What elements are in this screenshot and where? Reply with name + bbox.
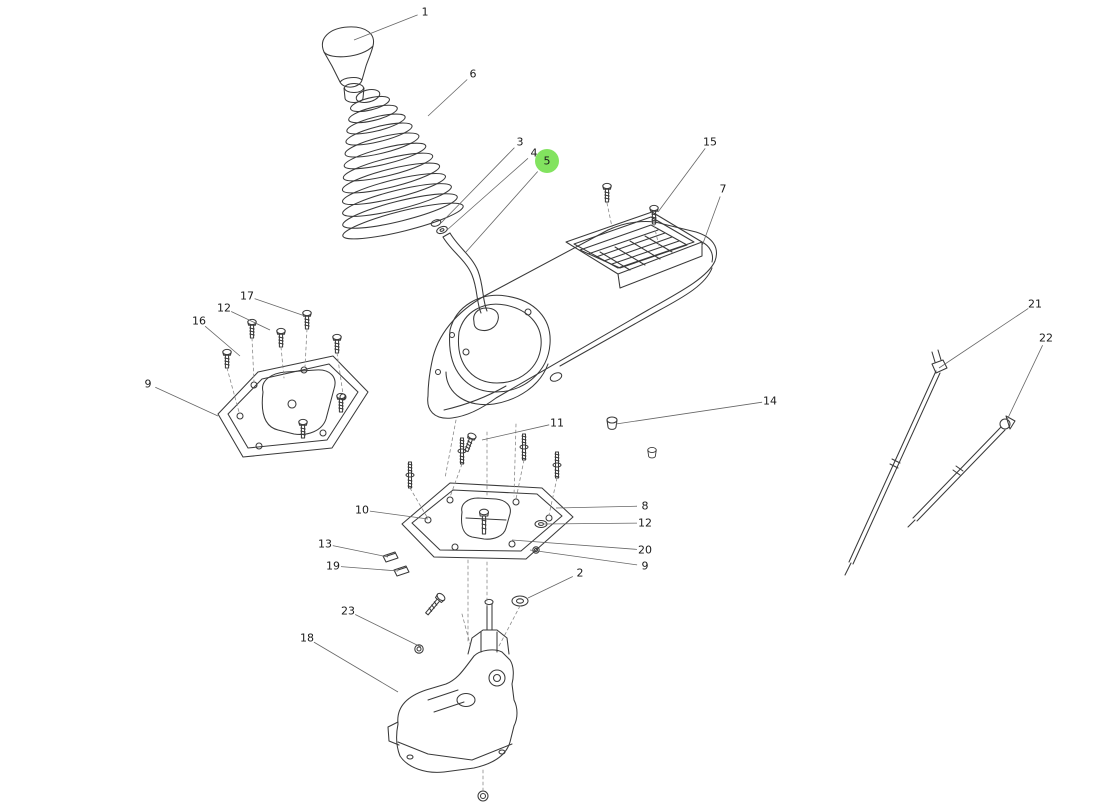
- callout-leader-7: [701, 196, 721, 247]
- cap-nut-icon: [647, 447, 657, 459]
- callout-leader-9: [529, 549, 638, 566]
- mounting-plate: [401, 482, 574, 560]
- plate-screw-icon: [332, 333, 342, 354]
- callout-leader-16: [204, 325, 241, 357]
- washer-2: [511, 595, 529, 607]
- diagram-artwork: [217, 26, 1016, 802]
- clips: [382, 551, 410, 577]
- callout-leader-1: [353, 14, 418, 41]
- stud-icon: [552, 451, 562, 479]
- callout-leader-2: [527, 576, 573, 599]
- callout-18[interactable]: 18: [300, 632, 314, 645]
- shift-rod-21: [844, 349, 948, 576]
- cap-nut-icon: [606, 416, 618, 430]
- bolt-23-icon: [422, 591, 447, 618]
- plate-screw-icon: [298, 418, 308, 439]
- shift-rod-22: [907, 415, 1016, 528]
- callout-leader-23: [355, 614, 422, 648]
- plate-screw-icon: [276, 327, 286, 348]
- callout-11[interactable]: 11: [550, 417, 564, 430]
- assembly-dashed-lines: [226, 202, 660, 791]
- callout-5[interactable]: 5: [544, 155, 551, 168]
- callout-leader-5: [465, 171, 538, 253]
- callout-leader-20: [511, 539, 638, 550]
- shift-knob: [322, 26, 375, 104]
- bin-screw-icon: [602, 182, 612, 203]
- callout-9[interactable]: 9: [145, 378, 152, 391]
- callout-12[interactable]: 12: [217, 302, 231, 315]
- console-housing: [427, 211, 717, 419]
- stud-icon: [405, 461, 415, 489]
- lower-bracket: [387, 598, 518, 802]
- callout-13[interactable]: 13: [318, 538, 332, 551]
- callout-1[interactable]: 1: [422, 6, 429, 19]
- callout-2[interactable]: 2: [577, 567, 584, 580]
- callout-leader-6: [427, 79, 468, 117]
- gear-boot: [341, 88, 464, 240]
- callout-3[interactable]: 3: [517, 136, 524, 149]
- callout-leader-21: [938, 308, 1029, 369]
- left-cover-plate: [217, 355, 369, 458]
- callout-leader-12: [542, 522, 638, 525]
- callout-14[interactable]: 14: [763, 395, 777, 408]
- callout-leader-18: [313, 641, 399, 693]
- callout-leader-12: [231, 311, 271, 331]
- plate-screw-icon: [302, 309, 312, 330]
- callout-leader-9: [155, 386, 219, 417]
- callout-leader-14: [615, 401, 763, 425]
- callout-8[interactable]: 8: [642, 500, 649, 513]
- callout-23[interactable]: 23: [341, 605, 355, 618]
- callout-leader-10: [369, 510, 429, 520]
- plate-screw-icon: [336, 392, 346, 413]
- callout-15[interactable]: 15: [703, 136, 717, 149]
- plate-bolt-icon: [478, 508, 490, 535]
- callout-leader-15: [657, 148, 706, 213]
- callout-4[interactable]: 4: [531, 147, 538, 160]
- callout-16[interactable]: 16: [192, 315, 206, 328]
- hex-nut: [414, 644, 424, 654]
- highlight-circle: [535, 149, 559, 173]
- callout-leader-11: [481, 424, 550, 441]
- callout-9[interactable]: 9: [642, 560, 649, 573]
- stud-icon: [519, 433, 529, 461]
- callout-leader-4: [446, 158, 529, 231]
- callout-leader-22: [1006, 345, 1043, 421]
- shift-lever: [430, 219, 488, 314]
- callout-10[interactable]: 10: [355, 504, 369, 517]
- callout-20[interactable]: 20: [638, 544, 652, 557]
- callout-17[interactable]: 17: [240, 290, 254, 303]
- callout-leader-19: [340, 566, 399, 572]
- callout-21[interactable]: 21: [1028, 298, 1042, 311]
- plate-screw-icon: [222, 348, 232, 369]
- callout-12[interactable]: 12: [638, 517, 652, 530]
- callout-22[interactable]: 22: [1039, 332, 1053, 345]
- callout-6[interactable]: 6: [470, 68, 477, 81]
- callout-leader-13: [332, 545, 389, 558]
- callout-leader-8: [555, 505, 638, 509]
- callout-leader-17: [254, 298, 306, 317]
- callout-19[interactable]: 19: [326, 560, 340, 573]
- plate-screw-icon: [247, 318, 257, 339]
- callout-leader-3: [440, 147, 515, 224]
- stud-icon: [457, 437, 467, 465]
- callout-7[interactable]: 7: [720, 183, 727, 196]
